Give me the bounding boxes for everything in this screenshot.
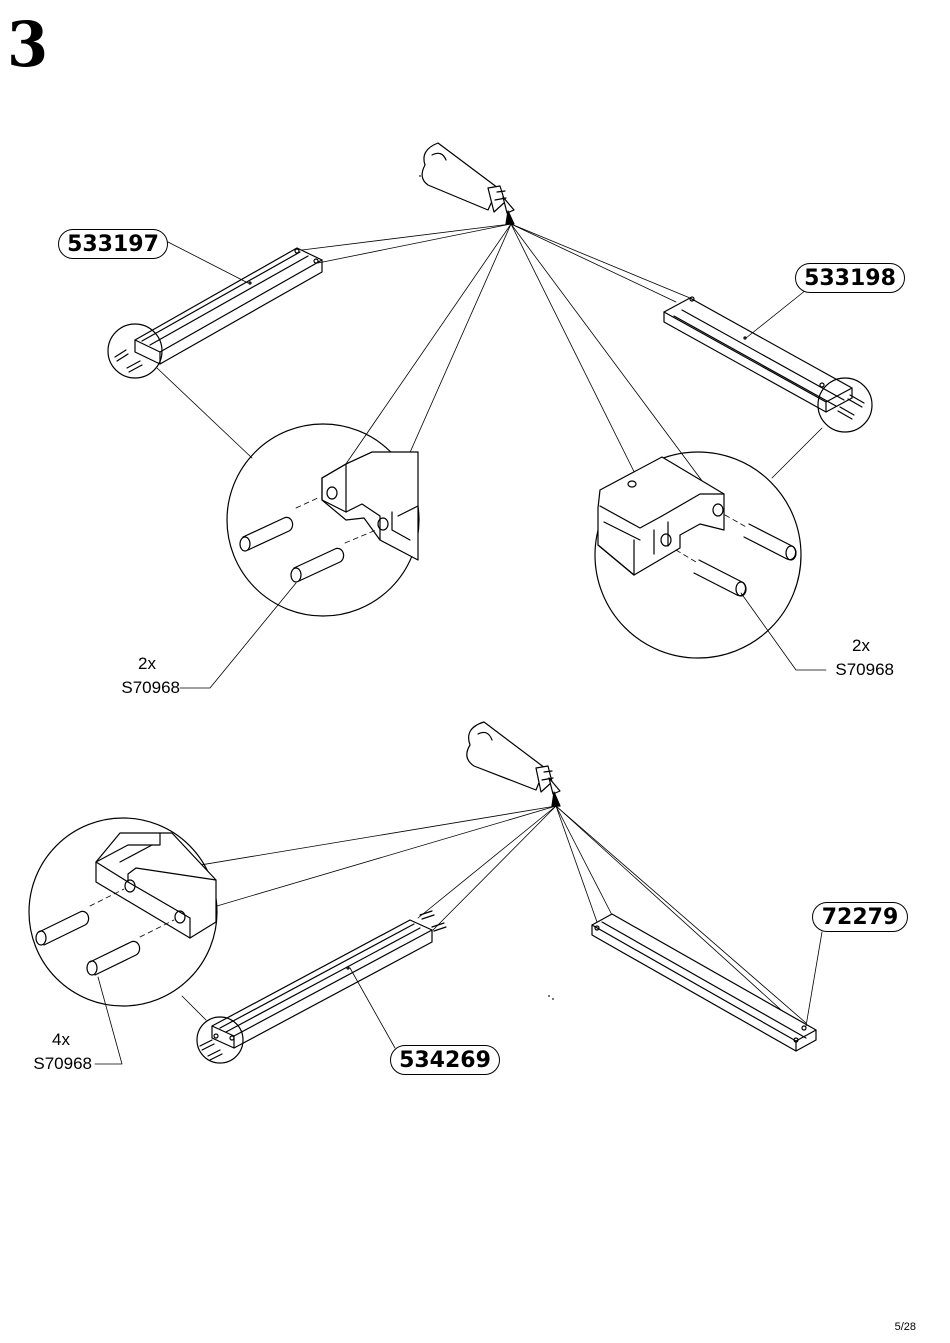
leader-533198 (745, 289, 807, 339)
glue-lines-bottom (121, 805, 807, 1024)
leader-dowel-left (179, 582, 297, 689)
detail-magnifier (28, 817, 218, 1007)
detail-rail-end-left (321, 451, 419, 561)
detail-circle-small (107, 323, 163, 379)
rail-72279 (591, 913, 817, 1052)
detail-circle-small (196, 1016, 244, 1064)
page-number: 5/28 (894, 1321, 916, 1333)
leader-dowel-bottom (94, 976, 123, 1065)
detail-rail-end-right (597, 456, 725, 576)
part-label-533198: 533198 (795, 263, 905, 293)
dowel-icon (35, 910, 141, 976)
leader-72279 (805, 931, 823, 1027)
glue-tube-icon (421, 142, 515, 225)
dowel-qty-bottom: 4x (52, 1030, 70, 1049)
step-number: 3 (7, 8, 49, 81)
glue-tube-icon (466, 721, 561, 807)
detail-circle-small (817, 377, 873, 433)
dowel-icon (114, 349, 143, 373)
rail-534269 (211, 919, 433, 1049)
detail-magnifier (226, 423, 420, 617)
detail-rail-end-bottom (95, 832, 217, 939)
part-label-533197: 533197 (58, 229, 168, 259)
leader-534269 (349, 967, 396, 1049)
dowel-icon (693, 523, 797, 597)
part-label-534269: 534269 (390, 1045, 500, 1075)
specks (419, 175, 554, 1000)
dowel-qty-left: 2x (138, 654, 156, 673)
rail-533197 (134, 247, 323, 365)
dowel-qty-right: 2x (852, 636, 870, 655)
part-label-72279: 72279 (812, 902, 908, 932)
dowel-icon (199, 1039, 223, 1061)
dowel-icon (837, 394, 865, 420)
detail-magnifier (594, 451, 802, 659)
leader-dowel-right (740, 592, 827, 671)
dowel-code-bottom: S70968 (33, 1054, 92, 1073)
dowel-icon (419, 910, 447, 932)
dowel-code-left: S70968 (121, 678, 180, 697)
rail-533198 (663, 296, 853, 413)
dowel-icon (239, 516, 345, 583)
dowel-code-right: S70968 (835, 660, 894, 679)
leader-533197 (167, 241, 249, 284)
